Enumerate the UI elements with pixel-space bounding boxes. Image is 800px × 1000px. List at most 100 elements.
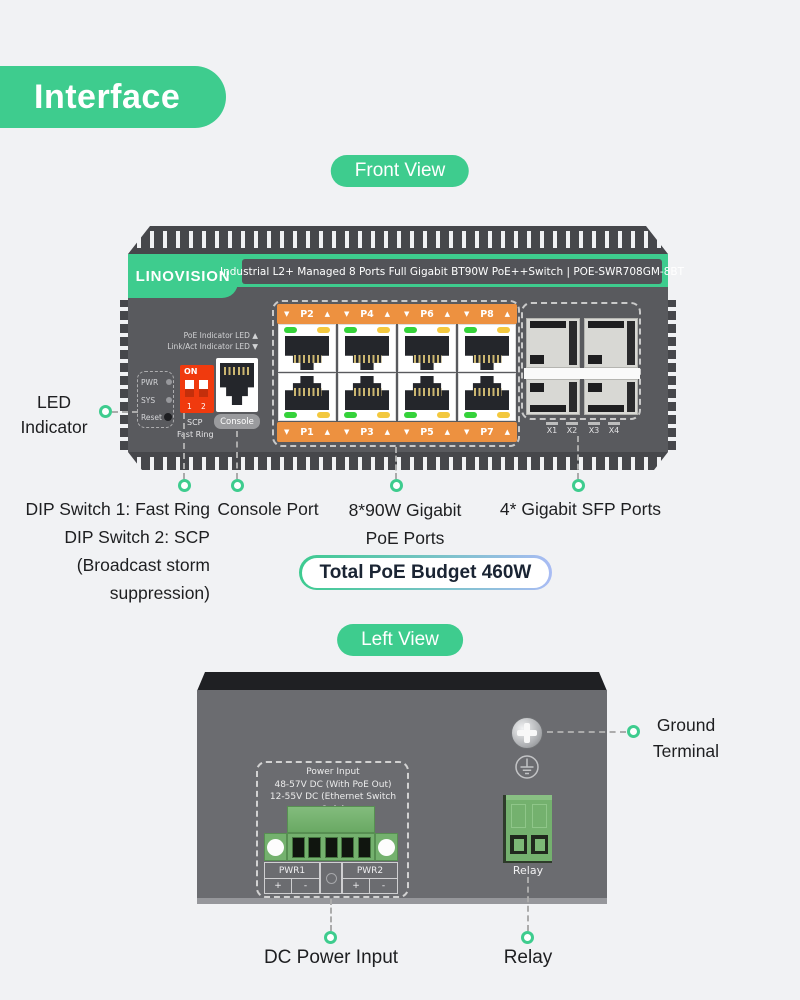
rj45-port[interactable] — [458, 324, 516, 372]
sfp-label: X3 — [588, 426, 600, 435]
up-arrow-icon: ▲ — [444, 310, 450, 318]
linkact-led — [437, 327, 450, 333]
poe-led — [404, 412, 417, 418]
callout-line — [112, 411, 138, 413]
callout-line — [577, 436, 579, 479]
port-label-group: ▼ P3 ▲ — [337, 422, 397, 442]
annotation-line: DIP Switch 1: Fast Ring — [25, 499, 210, 519]
sfp-detail — [588, 355, 602, 364]
poe-led — [404, 327, 417, 333]
up-arrow-icon: ▲ — [504, 310, 510, 318]
fin-teeth — [128, 231, 668, 248]
down-arrow-icon: ▼ — [404, 428, 410, 436]
rj45-port[interactable] — [398, 373, 456, 421]
rj45-jack — [345, 336, 389, 370]
relay-wire-hole — [510, 835, 527, 854]
led-indicator-annotation: LED Indicator — [8, 390, 100, 440]
poe-led — [464, 412, 477, 418]
rj45-port[interactable] — [458, 373, 516, 421]
port-label: P7 — [480, 426, 494, 438]
up-arrow-icon: ▲ — [324, 428, 330, 436]
rj45-port[interactable] — [338, 373, 396, 421]
rj45-pins — [294, 355, 322, 363]
sfp-slot — [588, 321, 624, 328]
sfp-latch — [569, 321, 577, 365]
sfp-port[interactable] — [526, 318, 580, 368]
annotation-line: suppression) — [109, 583, 210, 603]
fast-ring-label: Fast Ring — [177, 430, 214, 439]
heatsink-fins-bottom — [128, 452, 668, 470]
dip-slider-2[interactable] — [199, 380, 208, 397]
relay-terminal[interactable] — [503, 795, 552, 863]
power-terminal-slots[interactable] — [287, 833, 375, 861]
poe-led — [464, 327, 477, 333]
front-view-badge: Front View — [330, 155, 470, 187]
sfp-port[interactable] — [584, 318, 638, 368]
heatsink-side-right — [668, 300, 676, 450]
sfp-label: X1 — [546, 426, 558, 435]
sfp-latch — [627, 382, 635, 412]
terminal-slot — [341, 836, 354, 858]
sfp-port[interactable] — [584, 379, 638, 415]
reset-row: Reset — [141, 412, 172, 422]
mount-hole — [378, 838, 395, 856]
ground-screw-icon — [511, 717, 543, 749]
linkact-led — [497, 412, 510, 418]
dc-power-annotation: DC Power Input — [263, 947, 399, 968]
pwr-led-label: PWR — [141, 377, 159, 387]
up-arrow-icon: ▲ — [444, 428, 450, 436]
sys-led-icon — [166, 397, 172, 403]
rj45-port[interactable] — [278, 373, 336, 421]
terminal-slot — [324, 836, 338, 858]
linkact-led — [317, 412, 330, 418]
sfp-label: X4 — [608, 426, 620, 435]
reset-button[interactable] — [164, 413, 172, 421]
scp-label: SCP — [187, 418, 203, 427]
callout-line — [527, 877, 529, 931]
down-arrow-icon: ▼ — [464, 428, 470, 436]
annotation-line: Ground — [656, 715, 716, 735]
relay-screw-slot — [532, 804, 547, 828]
sfp-ports-outline — [521, 302, 641, 420]
poe-led-legend: PoE Indicator LED ▲ — [183, 331, 258, 340]
left-view-bottom-edge — [197, 898, 607, 904]
callout-dot — [99, 405, 112, 418]
up-arrow-icon: ▲ — [504, 428, 510, 436]
page-title: Interface — [0, 66, 227, 128]
port-label-group: ▼ P1 ▲ — [277, 422, 337, 442]
terminal-slot — [308, 836, 321, 858]
sys-led-label: SYS — [141, 395, 156, 405]
down-arrow-icon: ▼ — [344, 428, 350, 436]
terminal-slot — [357, 836, 371, 858]
sfp-slot — [588, 405, 624, 412]
dip-slider-1[interactable] — [185, 380, 194, 397]
dip-switch[interactable]: ON 1 2 — [180, 365, 214, 413]
dip-num-1: 1 — [187, 402, 192, 411]
sfp-port[interactable] — [526, 379, 580, 415]
up-arrow-icon: ▲ — [324, 310, 330, 318]
brand-logo: LINOVISION — [128, 254, 238, 298]
rj45-port[interactable] — [398, 324, 456, 372]
console-port[interactable] — [216, 358, 258, 412]
rj45-port[interactable] — [338, 324, 396, 372]
pwr-led-icon — [166, 379, 172, 385]
port-strip-bottom — [277, 422, 517, 442]
sfp-tick — [588, 422, 600, 425]
relay-annotation: Relay — [503, 947, 553, 968]
console-port-label: Console — [214, 414, 260, 429]
relay-top-face — [506, 795, 552, 800]
callout-line — [395, 447, 397, 479]
power-terminal-block — [287, 806, 375, 833]
port-label: P4 — [360, 308, 374, 320]
up-arrow-icon: ▲ — [384, 310, 390, 318]
fin-edge — [128, 226, 668, 231]
rj45-port[interactable] — [278, 324, 336, 372]
pwr1-label: PWR1 — [264, 862, 320, 879]
port-label: P8 — [480, 308, 494, 320]
poe-led — [344, 412, 357, 418]
down-arrow-icon: ▼ — [344, 310, 350, 318]
pwr1-plus: + — [264, 878, 292, 894]
down-arrow-icon: ▼ — [404, 310, 410, 318]
annotation-line: 48-57V DC (With PoE Out) — [274, 779, 392, 790]
